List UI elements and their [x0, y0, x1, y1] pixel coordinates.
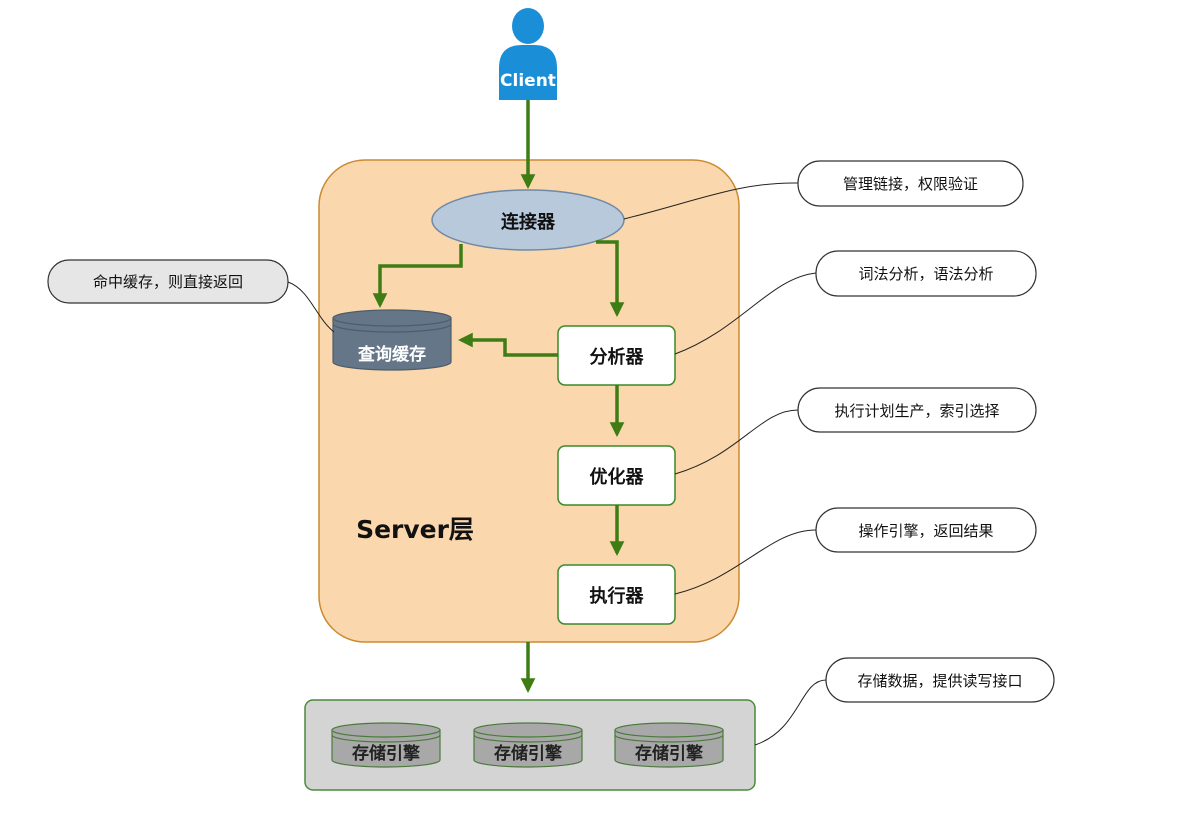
executor-node	[557, 564, 676, 625]
note-analyzer-text: 词法分析，语法分析	[858, 265, 994, 283]
storage-engine-cylinder-1	[331, 722, 441, 768]
note-connector-text: 管理链接，权限验证	[842, 175, 978, 193]
storage-engine-label-1: 存储引擎	[352, 743, 420, 764]
client-person-icon	[499, 8, 557, 100]
storage-engine-cylinder-3	[614, 722, 724, 768]
note-executor-text: 操作引擎，返回结果	[858, 521, 994, 540]
storage-engine-label-2: 存储引擎	[494, 743, 562, 764]
arrow-connector-to-analyzer	[596, 240, 625, 317]
connector-label: 连接器	[501, 212, 555, 233]
arrow-analyzer-to-cache	[458, 332, 558, 357]
note-query-cache-bubble	[47, 259, 289, 304]
callout-query-cache-line	[287, 281, 335, 333]
storage-engine-label-3: 存储引擎	[635, 743, 703, 764]
server-layer-label: Server层	[356, 515, 474, 544]
note-connector-bubble	[797, 160, 1024, 207]
optimizer-label: 优化器	[589, 466, 644, 488]
callout-executor-line	[674, 529, 817, 595]
analyzer-label: 分析器	[589, 346, 644, 368]
callout-connector-line	[623, 182, 799, 220]
query-cache-label: 查询缓存	[358, 344, 426, 365]
callout-analyzer-line	[674, 272, 817, 355]
storage-engine-cylinder-2	[473, 722, 583, 768]
note-storage-text: 存储数据，提供读写接口	[857, 671, 1023, 690]
note-query-cache-text: 命中缓存，则直接返回	[92, 273, 243, 291]
callout-storage-line	[754, 679, 827, 746]
query-cache-cylinder	[332, 309, 452, 371]
note-optimizer-text: 执行计划生产，索引选择	[834, 401, 1000, 420]
arrow-connector-to-cache	[372, 244, 463, 308]
callout-optimizer-line	[674, 409, 799, 475]
connector-node	[431, 189, 625, 251]
executor-label: 执行器	[589, 585, 644, 607]
client-label: Client	[500, 71, 556, 91]
